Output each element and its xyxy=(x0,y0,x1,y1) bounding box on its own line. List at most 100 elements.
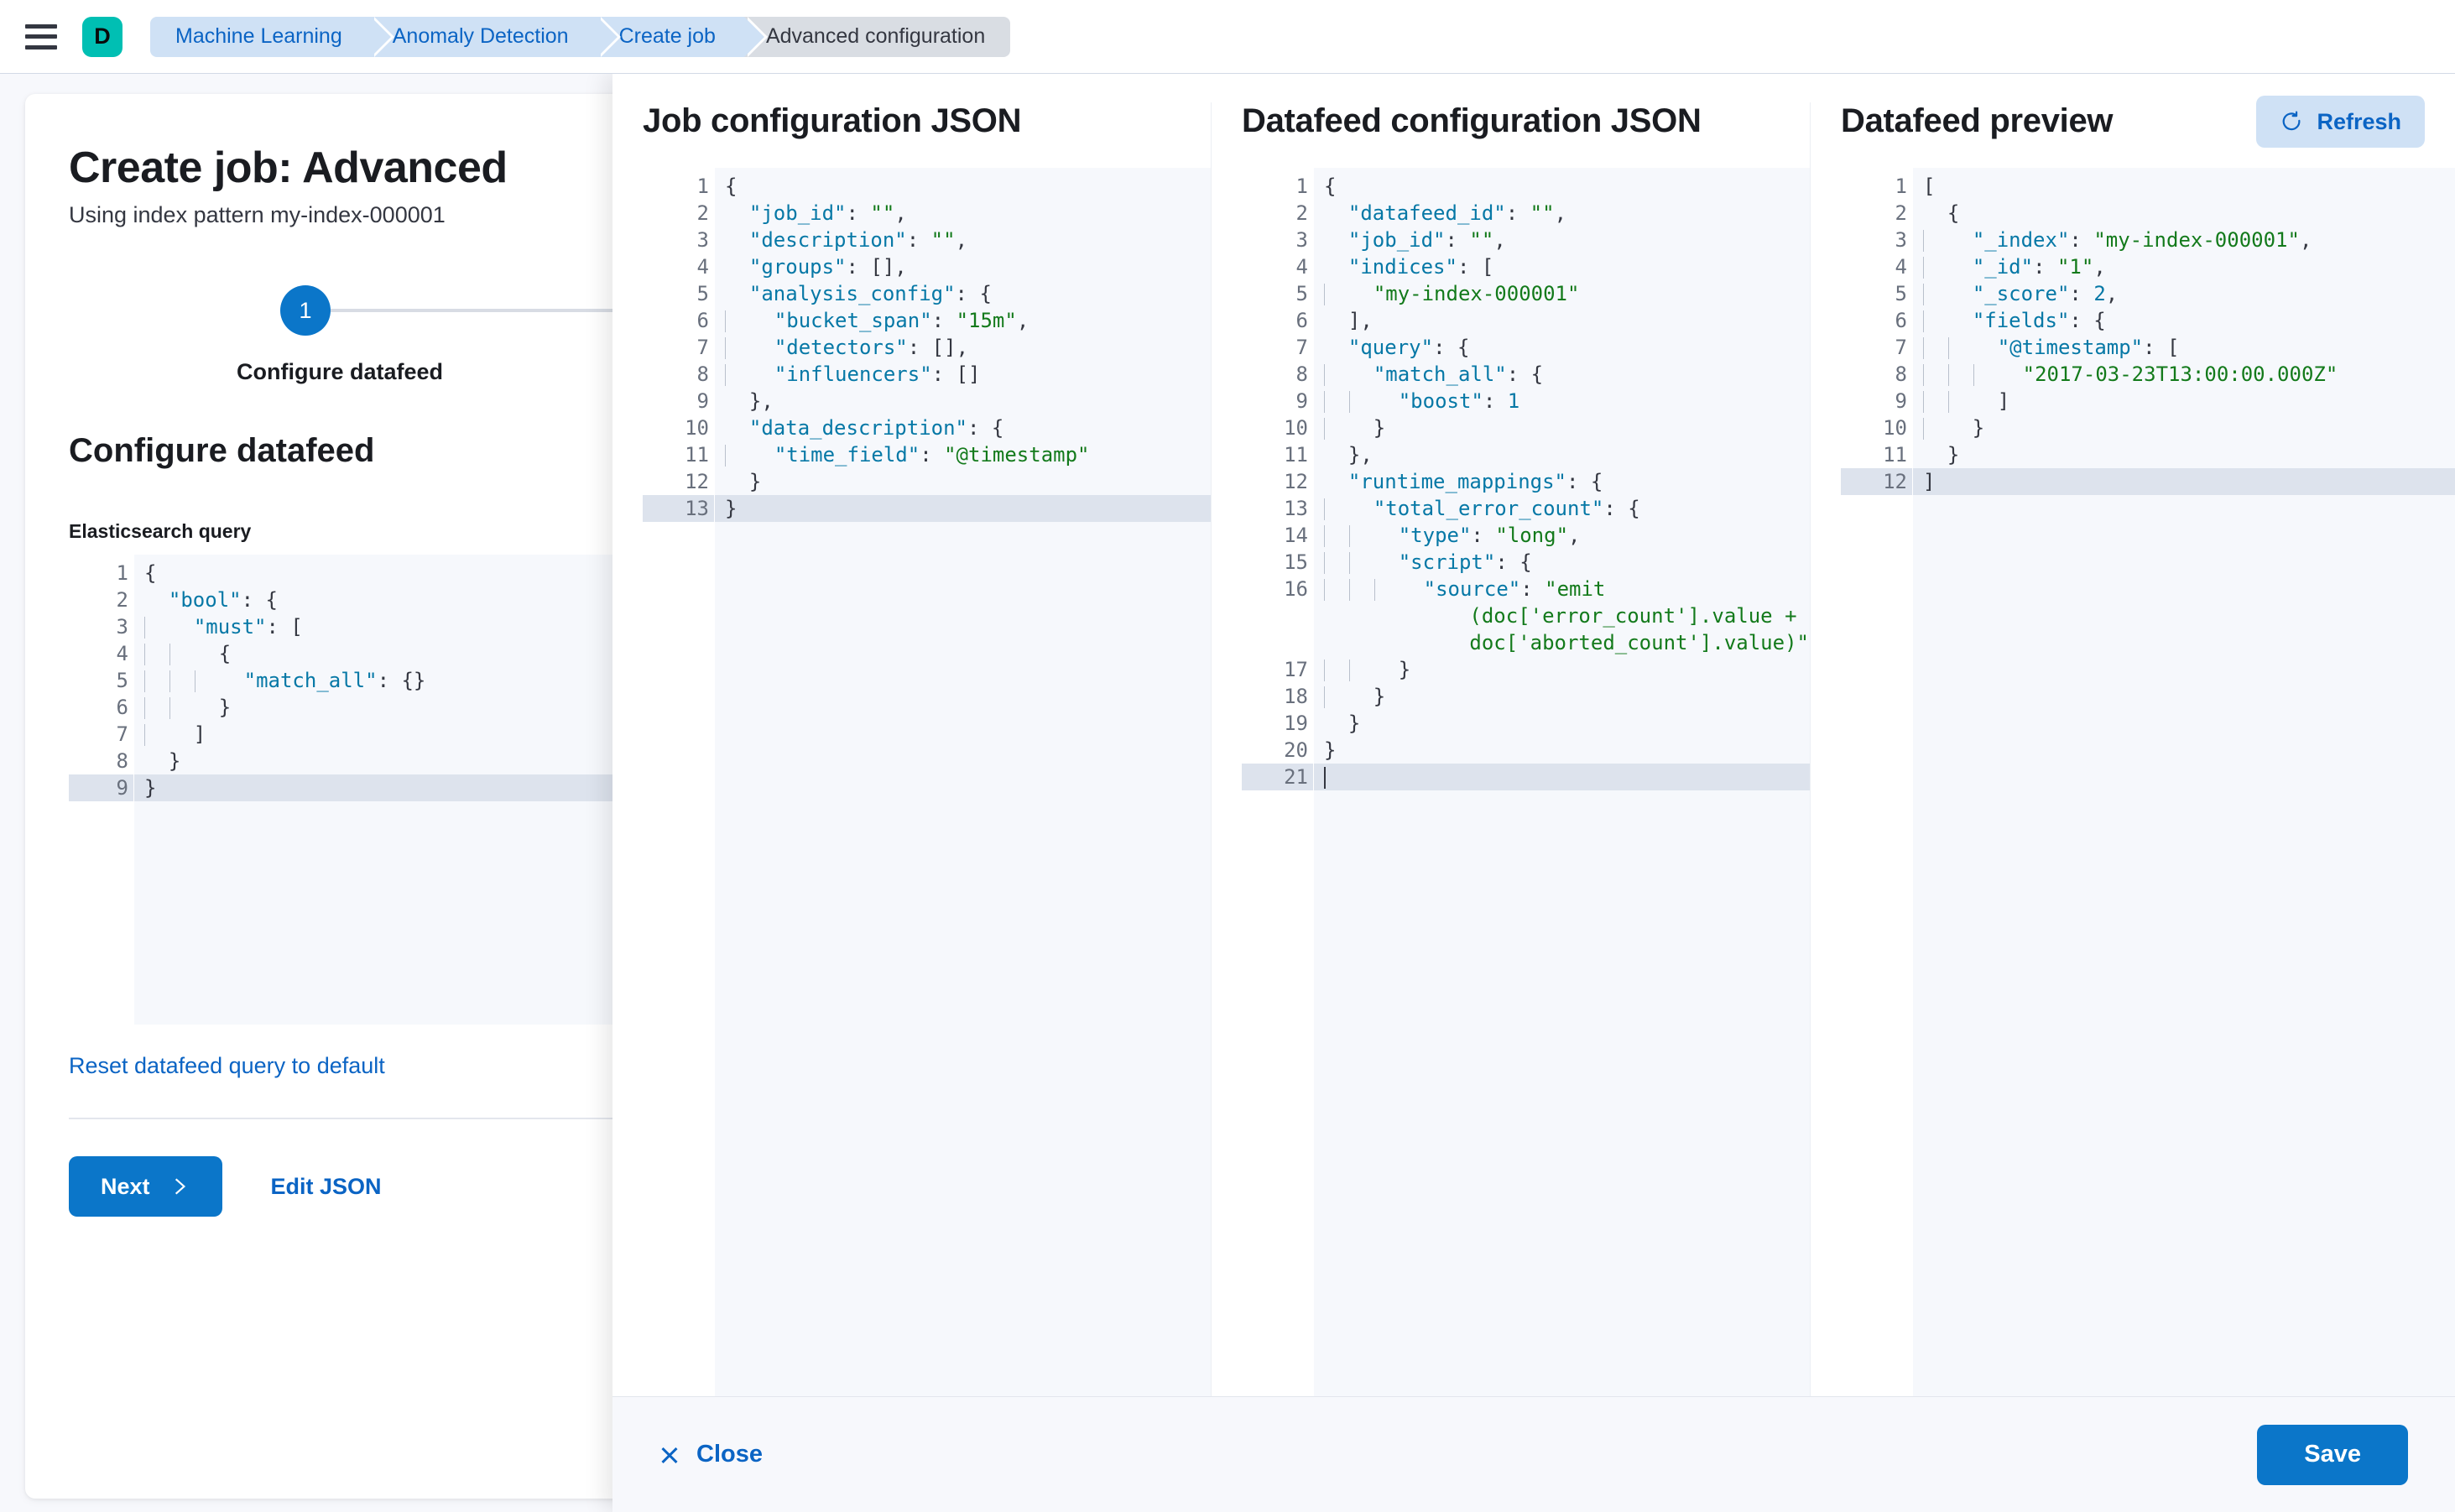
editor-line[interactable]: { xyxy=(134,640,888,667)
editor-line[interactable]: "runtime_mappings": { xyxy=(1347,470,1603,493)
editor-line[interactable]: "influencers": [] xyxy=(715,361,1211,388)
editor-line-number: 9 xyxy=(1895,389,1907,413)
editor-line[interactable]: "match_all": {} xyxy=(134,667,888,694)
editor-line[interactable]: "fields": { xyxy=(1913,307,2455,334)
indent-guide xyxy=(169,670,170,692)
indent-guide xyxy=(1373,579,1375,601)
editor-line-number: 3 xyxy=(1295,228,1308,252)
divider xyxy=(69,1118,888,1119)
editor-line[interactable]: "boost": 1 xyxy=(1314,388,1810,414)
editor-line[interactable]: "analysis_config": { xyxy=(748,282,992,305)
hamburger-icon[interactable] xyxy=(25,23,57,50)
editor-line[interactable]: } xyxy=(725,470,762,493)
editor-line[interactable]: }, xyxy=(1324,443,1373,467)
editor-line[interactable]: "query": { xyxy=(1347,336,1470,359)
edit-json-link[interactable]: Edit JSON xyxy=(270,1173,382,1199)
refresh-button[interactable]: Refresh xyxy=(2256,96,2425,148)
reset-datafeed-query-link[interactable]: Reset datafeed query to default xyxy=(69,1053,385,1078)
editor-line[interactable]: { xyxy=(1923,201,1960,225)
editor-line[interactable]: "job_id": "", xyxy=(1347,228,1506,252)
editor-line[interactable]: { xyxy=(1324,175,1337,198)
editor-line[interactable]: "source": "emit xyxy=(1314,576,1810,602)
chevron-right-icon xyxy=(175,1178,185,1195)
editor-line[interactable]: doc['aborted_count'].value)" xyxy=(1469,631,1809,654)
breadcrumb-item-create-job[interactable]: Create job xyxy=(597,16,769,57)
refresh-button-label: Refresh xyxy=(2317,108,2401,134)
editor-line[interactable] xyxy=(1314,764,1810,790)
editor-line-number: 1▾ xyxy=(643,173,728,200)
save-button[interactable]: Save xyxy=(2257,1424,2408,1485)
editor-line[interactable]: }, xyxy=(725,389,774,413)
space-avatar[interactable]: D xyxy=(82,16,122,57)
editor-line[interactable]: "total_error_count": { xyxy=(1314,495,1810,522)
breadcrumb-item-machine-learning[interactable]: Machine Learning xyxy=(150,16,394,57)
editor-code-area[interactable]: { "datafeed_id": "", "job_id": "", "indi… xyxy=(1314,168,1810,1396)
next-button[interactable]: Next xyxy=(69,1156,222,1217)
editor-line[interactable]: "match_all": { xyxy=(1314,361,1810,388)
breadcrumb-item-anomaly-detection[interactable]: Anomaly Detection xyxy=(370,16,621,57)
editor-line[interactable]: "_id": "1", xyxy=(1913,253,2455,280)
indent-guide xyxy=(1324,418,1325,440)
editor-line-number: 8 xyxy=(1895,362,1907,386)
editor-line[interactable]: "job_id": "", xyxy=(748,201,907,225)
editor-line[interactable]: { xyxy=(144,561,157,585)
indent-guide xyxy=(1348,660,1350,681)
close-button-label: Close xyxy=(696,1441,763,1468)
editor-line[interactable]: } xyxy=(1324,712,1361,735)
step-1-indicator[interactable]: 1 xyxy=(280,285,331,336)
indent-guide xyxy=(144,617,145,639)
editor-line[interactable]: } xyxy=(134,694,888,721)
editor-code-area[interactable]: [ { "_index": "my-index-000001", "_id": … xyxy=(1913,168,2455,1396)
editor-line[interactable]: } xyxy=(1314,683,1810,710)
editor-line[interactable]: [ xyxy=(1923,175,1936,198)
editor-line[interactable]: "_score": 2, xyxy=(1913,280,2455,307)
editor-line[interactable]: ] xyxy=(1913,388,2455,414)
text-caret xyxy=(1324,767,1326,789)
editor-line[interactable]: "2017-03-23T13:00:00.000Z" xyxy=(1913,361,2455,388)
editor-line-number: 9 xyxy=(69,774,133,801)
editor-line[interactable]: "script": { xyxy=(1314,549,1810,576)
editor-line[interactable]: } xyxy=(1324,738,1337,762)
editor-line[interactable]: "bool": { xyxy=(168,588,278,612)
editor-line[interactable]: { xyxy=(725,175,738,198)
close-button[interactable]: Close xyxy=(659,1441,763,1468)
editor-code-area[interactable]: { "job_id": "", "description": "", "grou… xyxy=(715,168,1211,1396)
editor-line[interactable]: ] xyxy=(134,721,888,748)
editor-line[interactable]: "type": "long", xyxy=(1314,522,1810,549)
editor-line[interactable]: } xyxy=(1923,443,1960,467)
editor-line[interactable]: } xyxy=(1913,414,2455,441)
editor-line[interactable]: } xyxy=(1314,414,1810,441)
editor-line[interactable]: "indices": [ xyxy=(1347,255,1494,279)
editor-line-number: 9 xyxy=(1295,389,1308,413)
editor-line[interactable]: "detectors": [], xyxy=(715,334,1211,361)
editor-line[interactable]: "time_field": "@timestamp" xyxy=(715,441,1211,468)
editor-line[interactable]: } xyxy=(1314,656,1810,683)
editor-line[interactable]: "bucket_span": "15m", xyxy=(715,307,1211,334)
job-configuration-header: Job configuration JSON xyxy=(643,102,1211,168)
editor-line[interactable]: "datafeed_id": "", xyxy=(1347,201,1567,225)
flyout-body: Job configuration JSON 1▾2345▾678910▾111… xyxy=(612,74,2455,1396)
breadcrumb: Machine Learning Anomaly Detection Creat… xyxy=(150,16,1011,57)
editor-line[interactable]: "data_description": { xyxy=(748,416,1004,440)
editor-line[interactable]: "_index": "my-index-000001", xyxy=(1913,227,2455,253)
editor-line[interactable]: ], xyxy=(1324,309,1373,332)
editor-line-number: 15▾ xyxy=(1242,549,1327,576)
editor-line[interactable]: } xyxy=(144,749,181,773)
editor-line[interactable]: "my-index-000001" xyxy=(1314,280,1810,307)
editor-line[interactable]: "description": "", xyxy=(748,228,968,252)
editor-line-number: 3▾ xyxy=(69,613,148,640)
editor-line[interactable]: (doc['error_count'].value + xyxy=(1469,604,1797,628)
editor-line-number: 4▾ xyxy=(69,640,148,667)
editor-line-number: 4 xyxy=(696,255,709,279)
editor-line[interactable]: ] xyxy=(1913,468,2455,495)
editor-line-number: 21 xyxy=(1242,764,1313,790)
editor-line[interactable]: "must": [ xyxy=(134,613,888,640)
editor-line[interactable]: "@timestamp": [ xyxy=(1913,334,2455,361)
editor-line[interactable]: "groups": [], xyxy=(748,255,907,279)
editor-line-number: 14 xyxy=(1284,524,1308,547)
editor-line[interactable]: } xyxy=(715,495,1211,522)
